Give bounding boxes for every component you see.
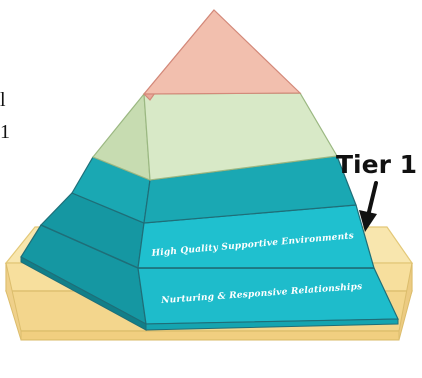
- cropped-text-2: 1: [0, 121, 10, 143]
- tier-1-label: Tier 1: [336, 150, 417, 179]
- tier-2: [92, 92, 338, 181]
- cropped-text-1: l: [0, 89, 6, 111]
- tier-1-top-rim: [71, 155, 357, 224]
- tier-1-top-band: [39, 192, 375, 269]
- tier-3: [142, 9, 302, 101]
- tier-1-bottom-band: [20, 224, 399, 331]
- callout-arrow-icon: [359, 181, 378, 232]
